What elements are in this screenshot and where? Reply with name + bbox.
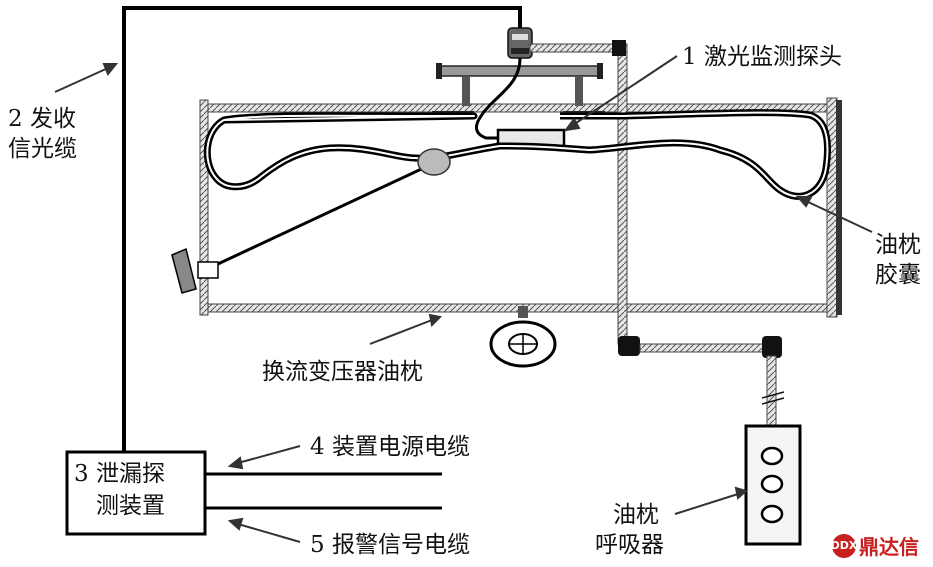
label-bladder: 油枕 胶囊 [875, 232, 921, 288]
label-breather: 油枕 呼吸器 [595, 502, 664, 558]
internal-fiber [475, 57, 522, 140]
arrow-breather [674, 486, 749, 515]
label-cable: 2 发收 信光缆 [8, 106, 77, 162]
probe-connector [507, 27, 533, 59]
label-probe: 1 激光监测探头 [682, 44, 842, 70]
label-alarm-cable: 5 报警信号电缆 [310, 532, 470, 558]
float-gauge [171, 148, 451, 294]
arrow-conservator [369, 313, 443, 345]
logo-text: 鼎达信 [859, 535, 919, 559]
arrow-alarm [227, 517, 301, 543]
arrow-cable [54, 63, 119, 93]
leak-detection-device-box [65, 450, 207, 536]
breather-pipe [529, 40, 785, 427]
label-conservator: 换流变压器油枕 [262, 359, 423, 385]
logo-icon: DDX [831, 533, 857, 558]
watermark-logo: DDX 鼎达信 [831, 531, 919, 560]
breather-cartridge [744, 424, 802, 546]
arrow-power [227, 445, 301, 470]
label-power-cable: 4 装置电源电缆 [310, 434, 470, 460]
arrow-probe [563, 55, 678, 132]
fiber-optic-cable [122, 6, 522, 452]
label-device: 3 泄漏探 测装置 [74, 461, 165, 519]
bottom-flange [489, 306, 557, 368]
arrow-bladder [795, 196, 873, 233]
